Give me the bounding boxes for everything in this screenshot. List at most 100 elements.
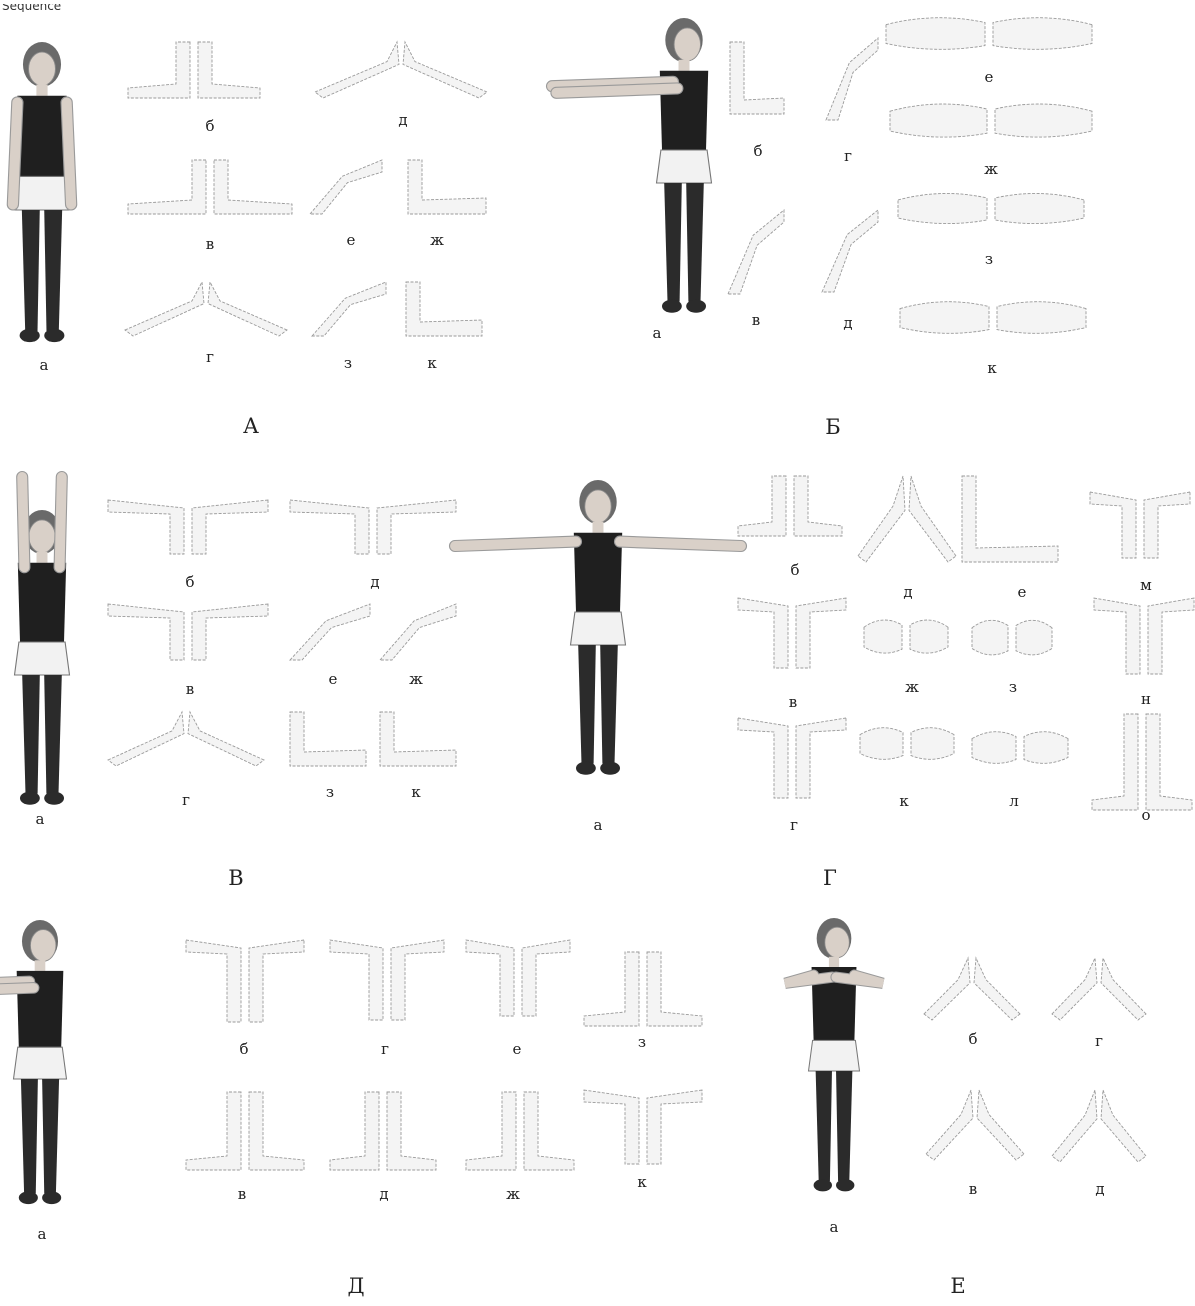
arm-sketch-B-з [898, 193, 1084, 223]
panel-V-sub-label: к [411, 785, 420, 800]
panel-G-sub-label: е [1018, 585, 1027, 600]
panel-B-figure-label: а [653, 326, 662, 341]
arm-sketch-G-з [972, 620, 1052, 655]
arm-sketch-A-д [315, 42, 487, 98]
panel-E-label: Е [950, 1276, 965, 1297]
arm-sketch-D-д [330, 1092, 436, 1170]
arm-sketch-G-д [858, 476, 956, 562]
panel-V-sub-label: д [370, 575, 379, 590]
figure-a-panel-V [14, 477, 69, 805]
arm-sketch-G-о [1092, 714, 1192, 810]
arm-sketch-G-е [962, 476, 1058, 562]
arm-sketch-D-ж [466, 1092, 574, 1170]
panel-B-sub-label: е [985, 70, 994, 85]
panel-V-sub-label: в [186, 682, 194, 697]
panel-G-label: Г [823, 868, 837, 889]
figure-a-panel-E [785, 918, 883, 1191]
panel-A-figure-label: а [40, 358, 49, 373]
panel-A-sub-label: б [205, 119, 214, 134]
arm-sketch-D-б [186, 940, 304, 1022]
panel-G-sub-label: ж [905, 680, 919, 695]
panel-D-sub-label: д [379, 1187, 388, 1202]
figure-a-panel-A [13, 42, 71, 342]
panel-D-sub-label: г [381, 1042, 389, 1057]
panel-A-sub-label: в [206, 237, 214, 252]
panel-B-sub-label: к [987, 361, 996, 376]
panel-B-sub-label: д [843, 316, 852, 331]
arm-sketch-B-ж [890, 104, 1092, 137]
arm-sketch-A-к [406, 282, 482, 336]
panel-G-sub-label: л [1009, 794, 1019, 809]
panel-G-sub-label: к [899, 794, 908, 809]
panel-E-sub-label: г [1095, 1034, 1103, 1049]
panel-G-sub-label: д [903, 585, 912, 600]
panel-D-sub-label: з [638, 1035, 646, 1050]
panel-D-sub-label: к [637, 1175, 646, 1190]
panel-D-sub-label: б [239, 1042, 248, 1057]
arm-sketch-D-г [330, 940, 444, 1020]
panel-V-sub-label: ж [409, 672, 423, 687]
panel-A-sub-label: е [347, 233, 356, 248]
arm-sketch-E-д [1052, 1090, 1146, 1162]
arm-sketch-G-л [972, 732, 1068, 764]
panel-V-sub-label: е [329, 672, 338, 687]
arm-sketch-V-к [380, 712, 456, 766]
figure-a-panel-D [0, 920, 67, 1204]
panel-B-sub-label: ж [984, 162, 998, 177]
panel-E-sub-label: в [969, 1182, 977, 1197]
panel-V-label: В [228, 868, 243, 889]
arm-sketch-D-з [584, 952, 702, 1026]
arm-sketch-D-е [466, 940, 570, 1016]
arm-sketch-G-м [1090, 492, 1190, 558]
panel-D-figure-label: а [38, 1227, 47, 1242]
panel-V-sub-label: з [326, 785, 334, 800]
arm-sketch-B-е [886, 18, 1092, 50]
panel-B-sub-label: б [753, 144, 762, 159]
arm-sketch-D-в [186, 1092, 304, 1170]
panel-D-sub-label: е [513, 1042, 522, 1057]
figure-a-panel-G [455, 480, 741, 775]
arm-sketch-B-к [900, 302, 1086, 334]
arm-sketch-G-г [738, 718, 846, 798]
panel-E-sub-label: д [1095, 1182, 1104, 1197]
arm-sketch-G-ж [864, 620, 948, 653]
panel-D-sub-label: в [238, 1187, 246, 1202]
arm-sketch-E-б [924, 958, 1020, 1020]
panel-V-sub-label: г [182, 793, 190, 808]
arm-sketch-B-д [822, 210, 878, 292]
panel-G-sub-label: з [1009, 680, 1017, 695]
arm-sketch-A-в [128, 160, 292, 214]
arm-sketch-A-г [125, 282, 287, 336]
panel-D-sub-label: ж [506, 1187, 520, 1202]
arm-sketch-A-ж [408, 160, 486, 214]
arm-sketch-V-г [108, 712, 264, 766]
panel-V-sub-label: б [185, 575, 194, 590]
panel-A-label: А [243, 416, 259, 437]
panel-E-figure-label: а [830, 1220, 839, 1235]
panel-A-sub-label: з [344, 356, 352, 371]
panel-B-sub-label: г [844, 149, 852, 164]
panel-G-sub-label: н [1141, 692, 1151, 707]
arm-sketch-B-в [728, 210, 784, 294]
arm-sketch-G-в [738, 598, 846, 668]
panel-B-label: Б [825, 417, 840, 438]
panel-G-sub-label: в [789, 695, 797, 710]
panel-B-sub-label: в [752, 313, 760, 328]
panel-E-sub-label: б [968, 1032, 977, 1047]
arm-sketch-V-в [108, 604, 268, 660]
arm-sketch-A-з [312, 282, 386, 336]
arm-sketch-B-г [826, 38, 878, 120]
arm-sketch-D-к [584, 1090, 702, 1164]
arm-sketch-V-б [108, 500, 268, 554]
panel-D-label: Д [347, 1276, 364, 1297]
panel-A-sub-label: ж [430, 233, 444, 248]
panel-G-figure-label: а [594, 818, 603, 833]
panel-G-sub-label: г [790, 818, 798, 833]
arm-sketch-V-е [290, 604, 370, 660]
panel-A-sub-label: д [398, 113, 407, 128]
arm-sketch-A-б [128, 42, 260, 98]
panel-A-sub-label: г [206, 350, 214, 365]
arm-sketch-G-к [860, 728, 954, 760]
